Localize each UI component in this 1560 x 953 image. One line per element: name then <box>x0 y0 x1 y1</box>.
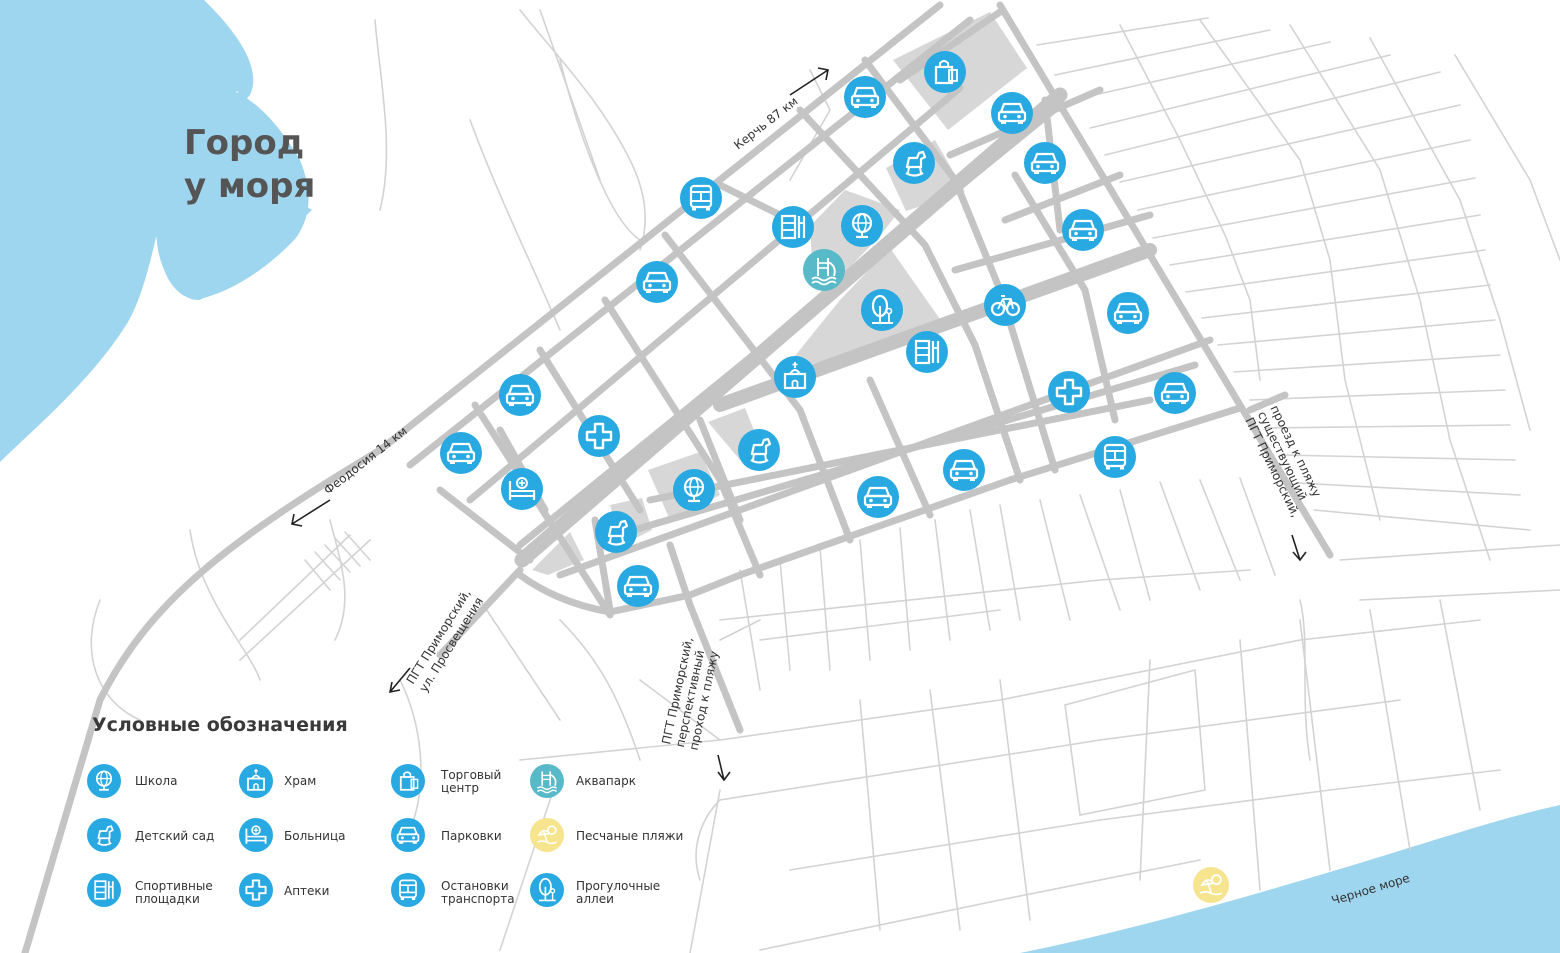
pharmacy-marker[interactable] <box>578 415 620 457</box>
svg-text:Аквапарк: Аквапарк <box>576 774 636 788</box>
svg-text:центр: центр <box>441 781 479 795</box>
kindergarten-marker[interactable] <box>893 142 935 184</box>
outer-streets <box>90 9 1560 953</box>
shopping-bag-icon <box>391 764 425 798</box>
parking-marker[interactable] <box>1024 142 1066 184</box>
svg-text:Остановки: Остановки <box>441 879 509 893</box>
legend-item-parking: Парковки <box>391 818 502 852</box>
shopping-center-marker[interactable] <box>924 51 966 93</box>
svg-text:Прогулочные: Прогулочные <box>576 879 660 893</box>
svg-text:Аптеки: Аптеки <box>284 884 329 898</box>
beach-icon <box>530 818 564 852</box>
pharmacy-marker[interactable] <box>1048 371 1090 413</box>
map-markers[interactable] <box>440 51 1229 903</box>
svg-text:Детский сад: Детский сад <box>135 829 214 843</box>
bike-marker[interactable] <box>984 284 1026 326</box>
feodosia-road-label: Феодосия 14 км <box>321 424 410 498</box>
church-marker[interactable] <box>774 356 816 398</box>
svg-text:Школа: Школа <box>135 774 177 788</box>
legend-item-school: Школа <box>87 764 177 798</box>
sports-icon <box>87 873 121 907</box>
waterpark-marker[interactable] <box>803 249 845 291</box>
tree-icon <box>530 873 564 907</box>
parking-marker[interactable] <box>1062 209 1104 251</box>
waterpark-icon <box>530 764 564 798</box>
parking-marker[interactable] <box>617 565 659 607</box>
existing-path-label: ПГТ Приморский, существующий проезд к пл… <box>1242 403 1324 520</box>
black-sea-water <box>1020 805 1560 953</box>
parking-marker[interactable] <box>844 76 886 118</box>
svg-text:Парковки: Парковки <box>441 829 502 843</box>
rocking-horse-icon <box>87 818 121 852</box>
svg-text:Спортивные: Спортивные <box>135 879 213 893</box>
legend-item-hospital: Больница <box>239 818 345 852</box>
promenade-marker[interactable] <box>861 289 903 331</box>
beach-marker[interactable] <box>1193 867 1229 903</box>
legend: Условные обозначения Школа Храм Торговый… <box>87 714 683 907</box>
legend-item-promenade: Прогулочные аллеи <box>530 873 660 907</box>
bus-stop-marker[interactable] <box>1094 436 1136 478</box>
city-title-line2: у моря <box>184 166 315 206</box>
parking-marker[interactable] <box>857 476 899 518</box>
school-marker[interactable] <box>673 469 715 511</box>
parking-marker[interactable] <box>440 432 482 474</box>
school-marker[interactable] <box>841 205 883 247</box>
kindergarten-marker[interactable] <box>738 429 780 471</box>
prosvescheniya-label: ПГТ Приморский, ул. Просвещения <box>404 587 486 695</box>
city-title-line1: Город <box>184 123 304 163</box>
svg-text:Храм: Храм <box>284 774 316 788</box>
pharmacy-cross-icon <box>239 873 273 907</box>
legend-title: Условные обозначения <box>92 714 348 736</box>
legend-item-kindergarten: Детский сад <box>87 818 214 852</box>
legend-item-sports: Спортивные площадки <box>87 873 213 907</box>
parking-marker[interactable] <box>943 449 985 491</box>
direction-arrows <box>291 67 1307 782</box>
kindergarten-marker[interactable] <box>595 511 637 553</box>
legend-item-pharmacy: Аптеки <box>239 873 329 907</box>
legend-item-beach: Песчаные пляжи <box>530 818 683 852</box>
svg-text:площадки: площадки <box>135 892 200 906</box>
parking-marker[interactable] <box>636 261 678 303</box>
parking-marker[interactable] <box>1107 292 1149 334</box>
svg-text:аллеи: аллеи <box>576 892 614 906</box>
parking-marker[interactable] <box>499 374 541 416</box>
legend-item-waterpark: Аквапарк <box>530 764 636 798</box>
legend-item-church: Храм <box>239 764 316 798</box>
bus-stop-marker[interactable] <box>680 177 722 219</box>
globe-icon <box>87 764 121 798</box>
legend-item-shopping: Торговый центр <box>391 764 501 798</box>
lagoon-island-water <box>157 92 309 300</box>
svg-text:Песчаные пляжи: Песчаные пляжи <box>576 829 683 843</box>
sports-ground-marker[interactable] <box>772 206 814 248</box>
legend-item-bus: Остановки транспорта <box>391 873 515 907</box>
svg-text:Торговый: Торговый <box>440 768 501 782</box>
svg-text:Больница: Больница <box>284 829 345 843</box>
svg-text:транспорта: транспорта <box>441 892 515 906</box>
sports-ground-marker[interactable] <box>906 331 948 373</box>
parking-marker[interactable] <box>1154 372 1196 414</box>
hospital-marker[interactable] <box>501 468 543 510</box>
parking-marker[interactable] <box>991 92 1033 134</box>
